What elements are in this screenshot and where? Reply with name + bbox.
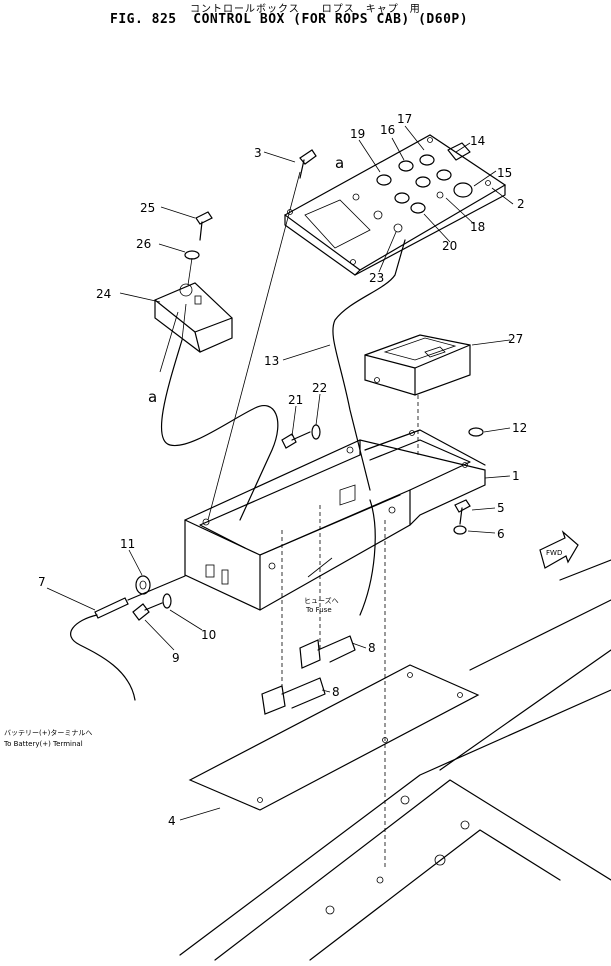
callout-13: 13 [264, 354, 279, 368]
assembly-dashed-lines [281, 395, 419, 870]
note-battery-en: To Battery(+) Terminal [3, 740, 83, 748]
note-battery-jp: バッテリー(+)ターミナルへ [4, 728, 92, 737]
fwd-label: FWD [546, 549, 562, 557]
callout-8b: 8 [332, 685, 340, 699]
callout-7: 7 [38, 575, 46, 589]
part-5-bolt [454, 499, 471, 525]
callout-10: 10 [201, 628, 216, 642]
callout-8a: 8 [368, 641, 376, 655]
part-24-switch-box [154, 282, 233, 373]
callout-6: 6 [497, 527, 505, 541]
callout-16: 16 [380, 123, 395, 137]
wiring-notes: ヒューズへ To Fuse バッテリー(+)ターミナルへ To Battery(… [3, 596, 339, 748]
ref-mark-a-upper: a [335, 154, 344, 172]
part-7-cable [70, 575, 186, 701]
callout-18: 18 [470, 220, 485, 234]
part-9-bolt [132, 602, 163, 621]
callout-3: 3 [254, 146, 262, 160]
part-2-switch-panel [283, 134, 507, 276]
ref-mark-a-lower: a [148, 388, 157, 406]
floor-frame [179, 559, 611, 961]
callout-5: 5 [497, 501, 505, 515]
callout-4: 4 [168, 814, 176, 828]
part-21-bolt [281, 431, 311, 449]
callout-19: 19 [350, 127, 365, 141]
callout-21: 21 [288, 393, 303, 407]
callout-11: 11 [120, 537, 135, 551]
callout-20: 20 [442, 239, 457, 253]
callout-1: 1 [512, 469, 520, 483]
callout-12: 12 [512, 421, 527, 435]
callout-14: 14 [470, 134, 485, 148]
part-25-screw [195, 211, 213, 241]
part-1-control-box [184, 429, 486, 611]
part-8-connector-lower [261, 677, 326, 715]
part-10-washer [162, 593, 172, 609]
callout-17: 17 [397, 112, 412, 126]
part-27-cover [364, 334, 471, 396]
part-12-plug [468, 427, 484, 437]
part-4-plate [188, 664, 480, 811]
part-22-washer [311, 424, 321, 440]
callout-15: 15 [497, 166, 512, 180]
part-8-connector-upper [299, 635, 356, 669]
fwd-arrow-icon: FWD [539, 530, 579, 569]
callout-25: 25 [140, 201, 155, 215]
part-26-washer [184, 250, 200, 286]
callout-24: 24 [96, 287, 111, 301]
callout-22: 22 [312, 381, 327, 395]
figure-subtitle: コントロールボックス ロプス キャプ 用 [190, 4, 421, 15]
callout-labels: 1 2 3 4 5 6 7 8 8 9 10 11 12 13 14 15 16… [38, 112, 527, 828]
note-fuse-jp: ヒューズへ [304, 596, 339, 605]
callout-27: 27 [508, 332, 523, 346]
callout-23: 23 [369, 271, 384, 285]
callout-9: 9 [172, 651, 180, 665]
callout-26: 26 [136, 237, 151, 251]
part-13-harness [160, 239, 406, 616]
part-3-bolt [207, 149, 317, 521]
callout-2: 2 [517, 197, 525, 211]
part-6-washer [453, 525, 467, 535]
leader-lines [46, 125, 514, 821]
figure-title: FIG. 825 CONTROL BOX (FOR ROPS CAB) (D60… [110, 12, 469, 27]
note-fuse-en: To Fuse [305, 606, 332, 614]
